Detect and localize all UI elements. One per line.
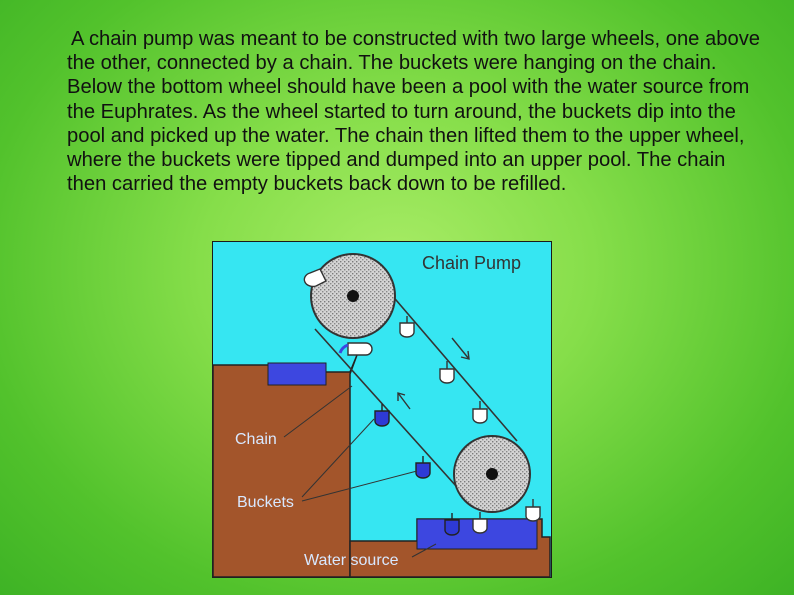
bucket-empty [472,512,488,534]
bucket-empty [439,361,455,384]
bucket-full [444,513,460,536]
buckets-label: Buckets [237,494,294,511]
chain-leader-line [283,385,353,438]
chain-label: Chain [235,431,277,448]
description-paragraph: A chain pump was meant to be constructed… [67,28,761,196]
arrow-up-left-icon [397,392,411,410]
chain-line-right [383,285,518,442]
bucket-tipped [303,268,327,288]
earth-bank [212,354,358,578]
bucket-empty [525,499,541,522]
chain-line-left [314,328,466,497]
buckets-leader-line [301,418,375,498]
bucket-full [415,456,431,479]
buckets-leader-line [301,470,418,502]
bucket-dumping [338,342,373,356]
upper-wheel-axle [347,290,359,302]
upper-pool [267,362,327,386]
water-source-label: Water source [304,552,399,569]
arrow-down-right-icon [451,337,470,360]
bucket-full [374,404,390,427]
lower-wheel-axle [486,468,498,480]
bucket-empty [472,401,488,424]
diagram-title: Chain Pump [422,253,521,273]
water-source-leader-line [411,543,437,558]
chain-pump-diagram: Chain Pump Chain Buckets Water source [212,241,552,578]
bucket-empty [399,316,415,338]
